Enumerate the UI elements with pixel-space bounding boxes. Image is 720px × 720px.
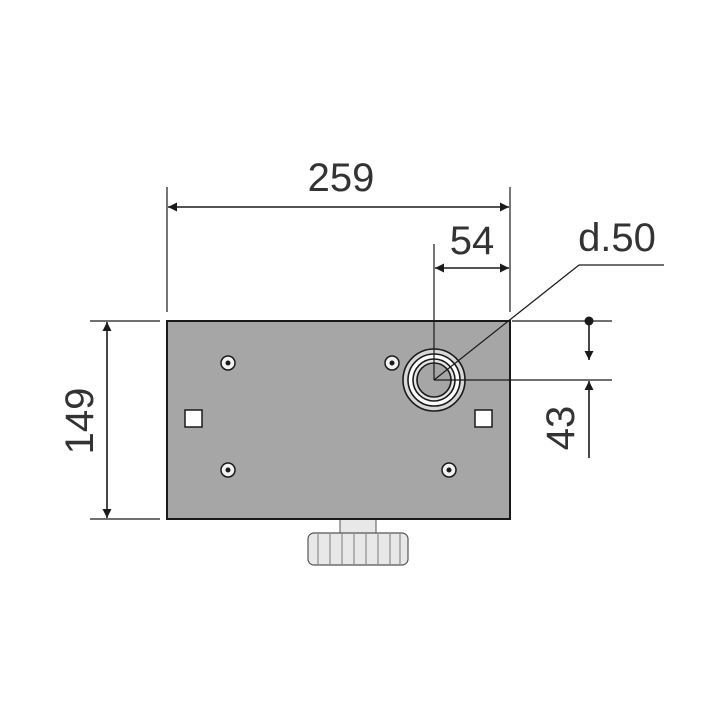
square-hole-left [184,409,203,428]
width-dimension [166,187,511,312]
screw-top-right [384,355,400,371]
offset-x-dimension [433,244,509,380]
offset-x-label: 54 [450,219,495,263]
adjuster-knob [307,518,409,566]
height-dimension [90,320,160,520]
offset-y-dimension [434,316,612,458]
width-label: 259 [308,156,375,200]
mounting-plate [166,320,511,520]
screw-top-left [220,355,236,371]
diameter-label: d.50 [578,216,656,260]
offset-y-label: 43 [539,406,583,451]
diameter-leader [433,264,664,381]
height-label: 149 [58,388,102,455]
screw-bottom-right [441,462,457,478]
screw-bottom-left [220,462,236,478]
square-hole-right [474,409,493,428]
